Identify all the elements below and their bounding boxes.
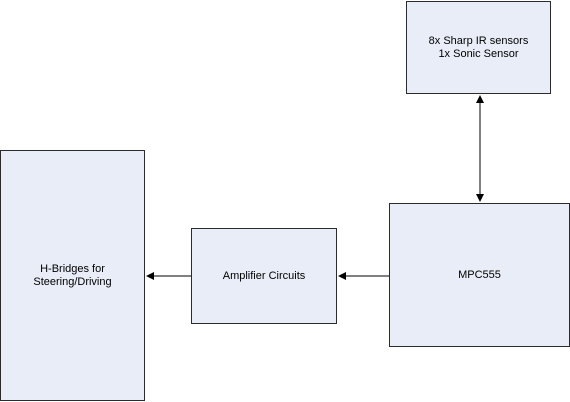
sensors-block: 8x Sharp IR sensors 1x Sonic Sensor: [406, 1, 551, 94]
sensors-label-line2: 1x Sonic Sensor: [438, 47, 519, 60]
h-bridges-label-line2: Steering/Driving: [33, 275, 112, 288]
mpc555-label: MPC555: [458, 268, 501, 281]
mpc555-block: MPC555: [389, 203, 570, 347]
amplifier-circuits-label: Amplifier Circuits: [222, 269, 306, 282]
h-bridges-label-line1: H-Bridges for: [40, 262, 105, 275]
h-bridges-block: H-Bridges for Steering/Driving: [0, 150, 145, 401]
sensors-label-line1: 8x Sharp IR sensors: [428, 34, 529, 47]
amplifier-circuits-block: Amplifier Circuits: [191, 228, 337, 324]
